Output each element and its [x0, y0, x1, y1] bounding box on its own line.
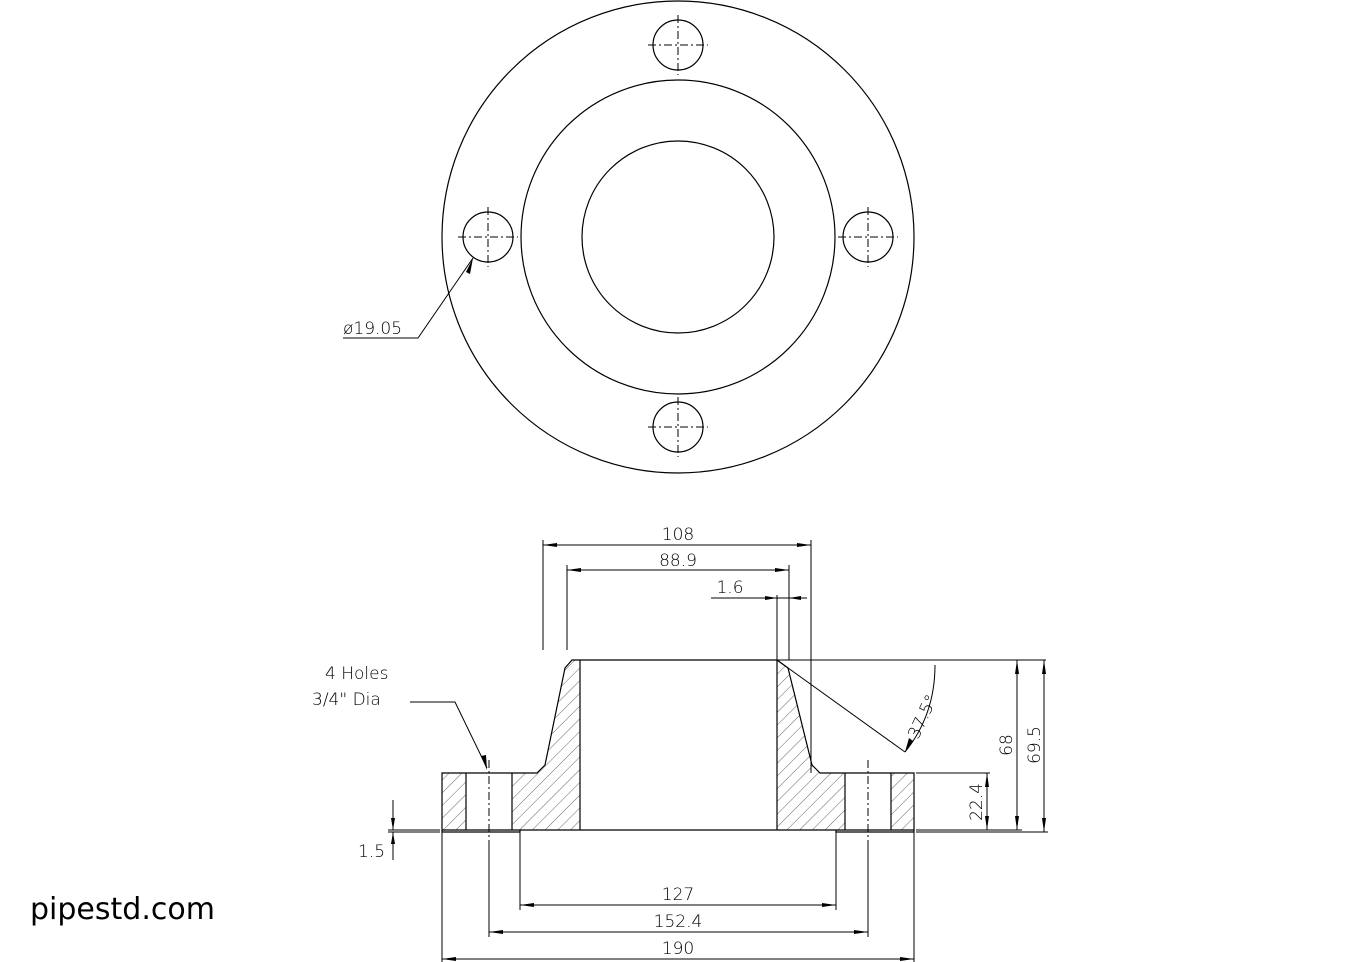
dim-raised-face-height: 1.5 [358, 842, 385, 862]
hole-dia-label: ø19.05 [343, 319, 402, 339]
dim-overall-length: 69.5 [1025, 726, 1045, 764]
hole-note-line2: 3/4" Dia [312, 690, 381, 710]
dim-bolt-circle-dia: 152.4 [654, 912, 703, 932]
dim-bevel-angle: 37.5° [904, 692, 942, 742]
hole-centerlines [488, 760, 869, 840]
dim-outside-dia: 190 [662, 939, 694, 959]
section-view: 4 Holes 3/4" Dia 108 88.9 1.6 37.5° 22.4… [312, 525, 1048, 962]
hub-circle [520, 79, 836, 395]
hatch-right-rim [891, 773, 914, 830]
hole-note-line1: 4 Holes [325, 664, 388, 684]
hole-dia-leader: ø19.05 [343, 257, 474, 339]
top-view: ø19.05 [343, 0, 915, 474]
bolt-holes [458, 15, 898, 457]
outer-circle [441, 0, 915, 474]
dim-length-thru-hub: 68 [997, 734, 1017, 756]
hatch-left-rim [442, 773, 466, 830]
hatch-right-hub [777, 660, 845, 830]
dim-flange-thk: 22.4 [967, 783, 987, 821]
dim-raised-face-dia: 127 [662, 885, 694, 905]
dim-bore-dia: 88.9 [659, 551, 697, 571]
watermark: pipestd.com [30, 892, 215, 927]
raised-face [441, 830, 915, 833]
dim-bevel-land: 1.6 [716, 578, 743, 598]
hatch-left-hub [512, 660, 580, 830]
bore-circle [581, 140, 775, 334]
dim-hub-dia: 108 [662, 525, 694, 545]
